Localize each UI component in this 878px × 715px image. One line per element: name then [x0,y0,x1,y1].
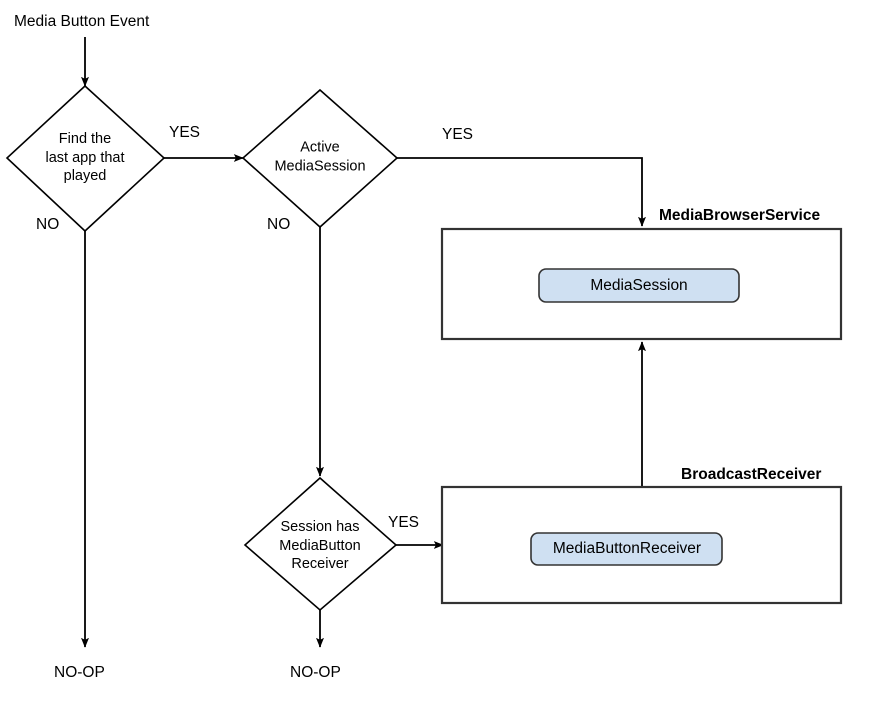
edge-active-mediasession-yes [397,157,646,227]
container-title-broadcast-receiver: BroadcastReceiver [681,466,822,483]
edge-label-find-last-app-yes: YES [169,124,201,141]
decision-find-last-app[interactable] [5,84,166,233]
terminal-noop-left: NO-OP [54,664,105,681]
edge-label-session-has-receiver-yes: YES [388,514,420,531]
container-title-media-browser-service: MediaBrowserService [659,207,821,224]
start-label: Media Button Event [14,13,150,30]
terminal-noop-middle: NO-OP [290,664,341,681]
edge-label-active-mediasession-no: NO [267,216,291,233]
chip-mediasession[interactable] [538,268,740,303]
chip-label-mediabuttonreceiver: MediaButtonReceiver [552,540,702,557]
decision-session-has-mediabutton-receiver[interactable] [243,476,398,612]
edge-label-active-mediasession-yes: YES [442,126,474,143]
edge-label-find-last-app-no: NO [36,216,60,233]
chip-label-mediasession: MediaSession [590,277,688,294]
chip-mediabuttonreceiver[interactable] [530,532,723,566]
decision-active-mediasession[interactable] [241,88,399,229]
